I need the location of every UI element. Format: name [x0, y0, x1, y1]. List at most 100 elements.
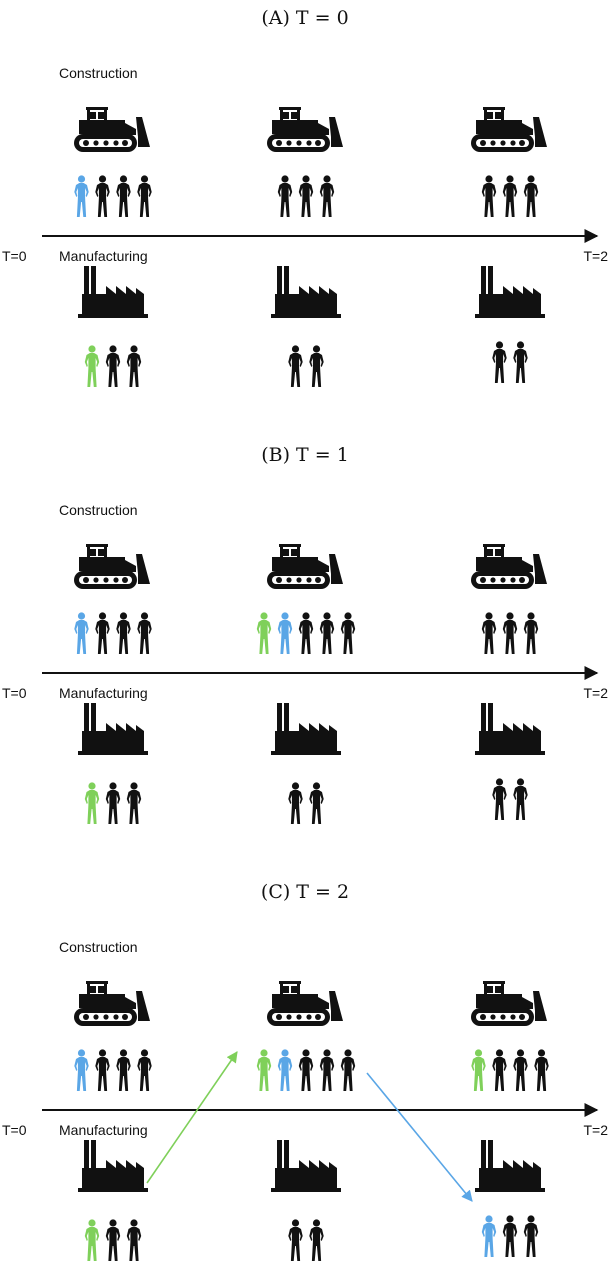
factory-icon [475, 703, 545, 755]
bulldozer-icon [267, 544, 343, 589]
person-icon [298, 175, 314, 217]
person-icon [116, 612, 131, 654]
person-icon [492, 778, 507, 820]
person-icon [309, 1219, 324, 1261]
person-icon [492, 341, 507, 383]
person-icon [84, 1219, 100, 1261]
bulldozer-icon [267, 107, 343, 152]
person-icon [523, 612, 539, 654]
person-icon [502, 1215, 518, 1257]
person-icon [481, 1215, 497, 1257]
factory-icon [78, 703, 148, 755]
person-icon [534, 1049, 549, 1091]
person-icon [481, 175, 497, 217]
person-icon [95, 612, 110, 654]
person-icon [95, 1049, 110, 1091]
axis-end-label: T=2 [583, 1122, 608, 1138]
person-icon [288, 1219, 303, 1261]
axis-end-label: T=2 [583, 248, 608, 264]
person-icon [137, 175, 152, 217]
person-icon [84, 782, 100, 824]
person-icon [137, 612, 152, 654]
person-icon [126, 1219, 142, 1261]
construction-workers-0 [74, 612, 152, 654]
manufacturing-workers-2 [492, 778, 528, 820]
construction-workers-1 [277, 175, 335, 217]
person-icon [298, 1049, 314, 1091]
panel-title: (C) T = 2 [261, 881, 349, 903]
person-icon [513, 1049, 528, 1091]
manufacturing-workers-2 [481, 1215, 539, 1257]
person-icon [319, 175, 335, 217]
person-icon [502, 612, 518, 654]
person-icon [74, 1049, 89, 1091]
factory-icon [271, 703, 341, 755]
person-icon [319, 1049, 335, 1091]
person-icon [309, 345, 324, 387]
construction-workers-2 [481, 612, 539, 654]
person-icon [105, 782, 121, 824]
panel-title: (A) T = 0 [261, 7, 348, 29]
person-icon [481, 612, 497, 654]
construction-label: Construction [59, 502, 138, 518]
axis-end-label: T=2 [583, 685, 608, 701]
manufacturing-workers-2 [492, 341, 528, 383]
person-icon [340, 1049, 356, 1091]
factory-icon [475, 266, 545, 318]
person-icon [523, 175, 539, 217]
manufacturing-label: Manufacturing [59, 685, 148, 701]
bulldozer-icon [471, 107, 547, 152]
construction-workers-0 [74, 1049, 152, 1091]
factory-icon [78, 266, 148, 318]
manufacturing-workers-1 [288, 782, 324, 824]
person-icon [105, 345, 121, 387]
person-icon [74, 612, 89, 654]
person-icon [492, 1049, 507, 1091]
construction-workers-0 [74, 175, 152, 217]
bulldozer-icon [74, 544, 150, 589]
axis-start-label: T=0 [2, 1122, 27, 1138]
person-icon [277, 612, 293, 654]
green-move-arrow [146, 1051, 238, 1184]
construction-workers-1 [256, 1049, 356, 1091]
manufacturing-label: Manufacturing [59, 248, 148, 264]
construction-workers-2 [471, 1049, 549, 1091]
person-icon [513, 778, 528, 820]
person-icon [256, 612, 272, 654]
person-icon [84, 345, 100, 387]
factory-icon [78, 1140, 148, 1192]
person-icon [319, 612, 335, 654]
person-icon [309, 782, 324, 824]
bulldozer-icon [74, 107, 150, 152]
axis-start-label: T=0 [2, 685, 27, 701]
bulldozer-icon [471, 544, 547, 589]
construction-label: Construction [59, 939, 138, 955]
factory-icon [271, 1140, 341, 1192]
person-icon [126, 345, 142, 387]
person-icon [288, 345, 303, 387]
person-icon [256, 1049, 272, 1091]
person-icon [502, 175, 518, 217]
factory-icon [475, 1140, 545, 1192]
person-icon [126, 782, 142, 824]
person-icon [340, 612, 356, 654]
person-icon [95, 175, 110, 217]
person-icon [523, 1215, 539, 1257]
construction-workers-2 [481, 175, 539, 217]
construction-label: Construction [59, 65, 138, 81]
bulldozer-icon [74, 981, 150, 1026]
person-icon [137, 1049, 152, 1091]
manufacturing-workers-0 [84, 782, 142, 824]
person-icon [74, 175, 89, 217]
manufacturing-workers-0 [84, 1219, 142, 1261]
person-icon [105, 1219, 121, 1261]
person-icon [116, 175, 131, 217]
manufacturing-workers-0 [84, 345, 142, 387]
manufacturing-workers-1 [288, 1219, 324, 1261]
bulldozer-icon [471, 981, 547, 1026]
